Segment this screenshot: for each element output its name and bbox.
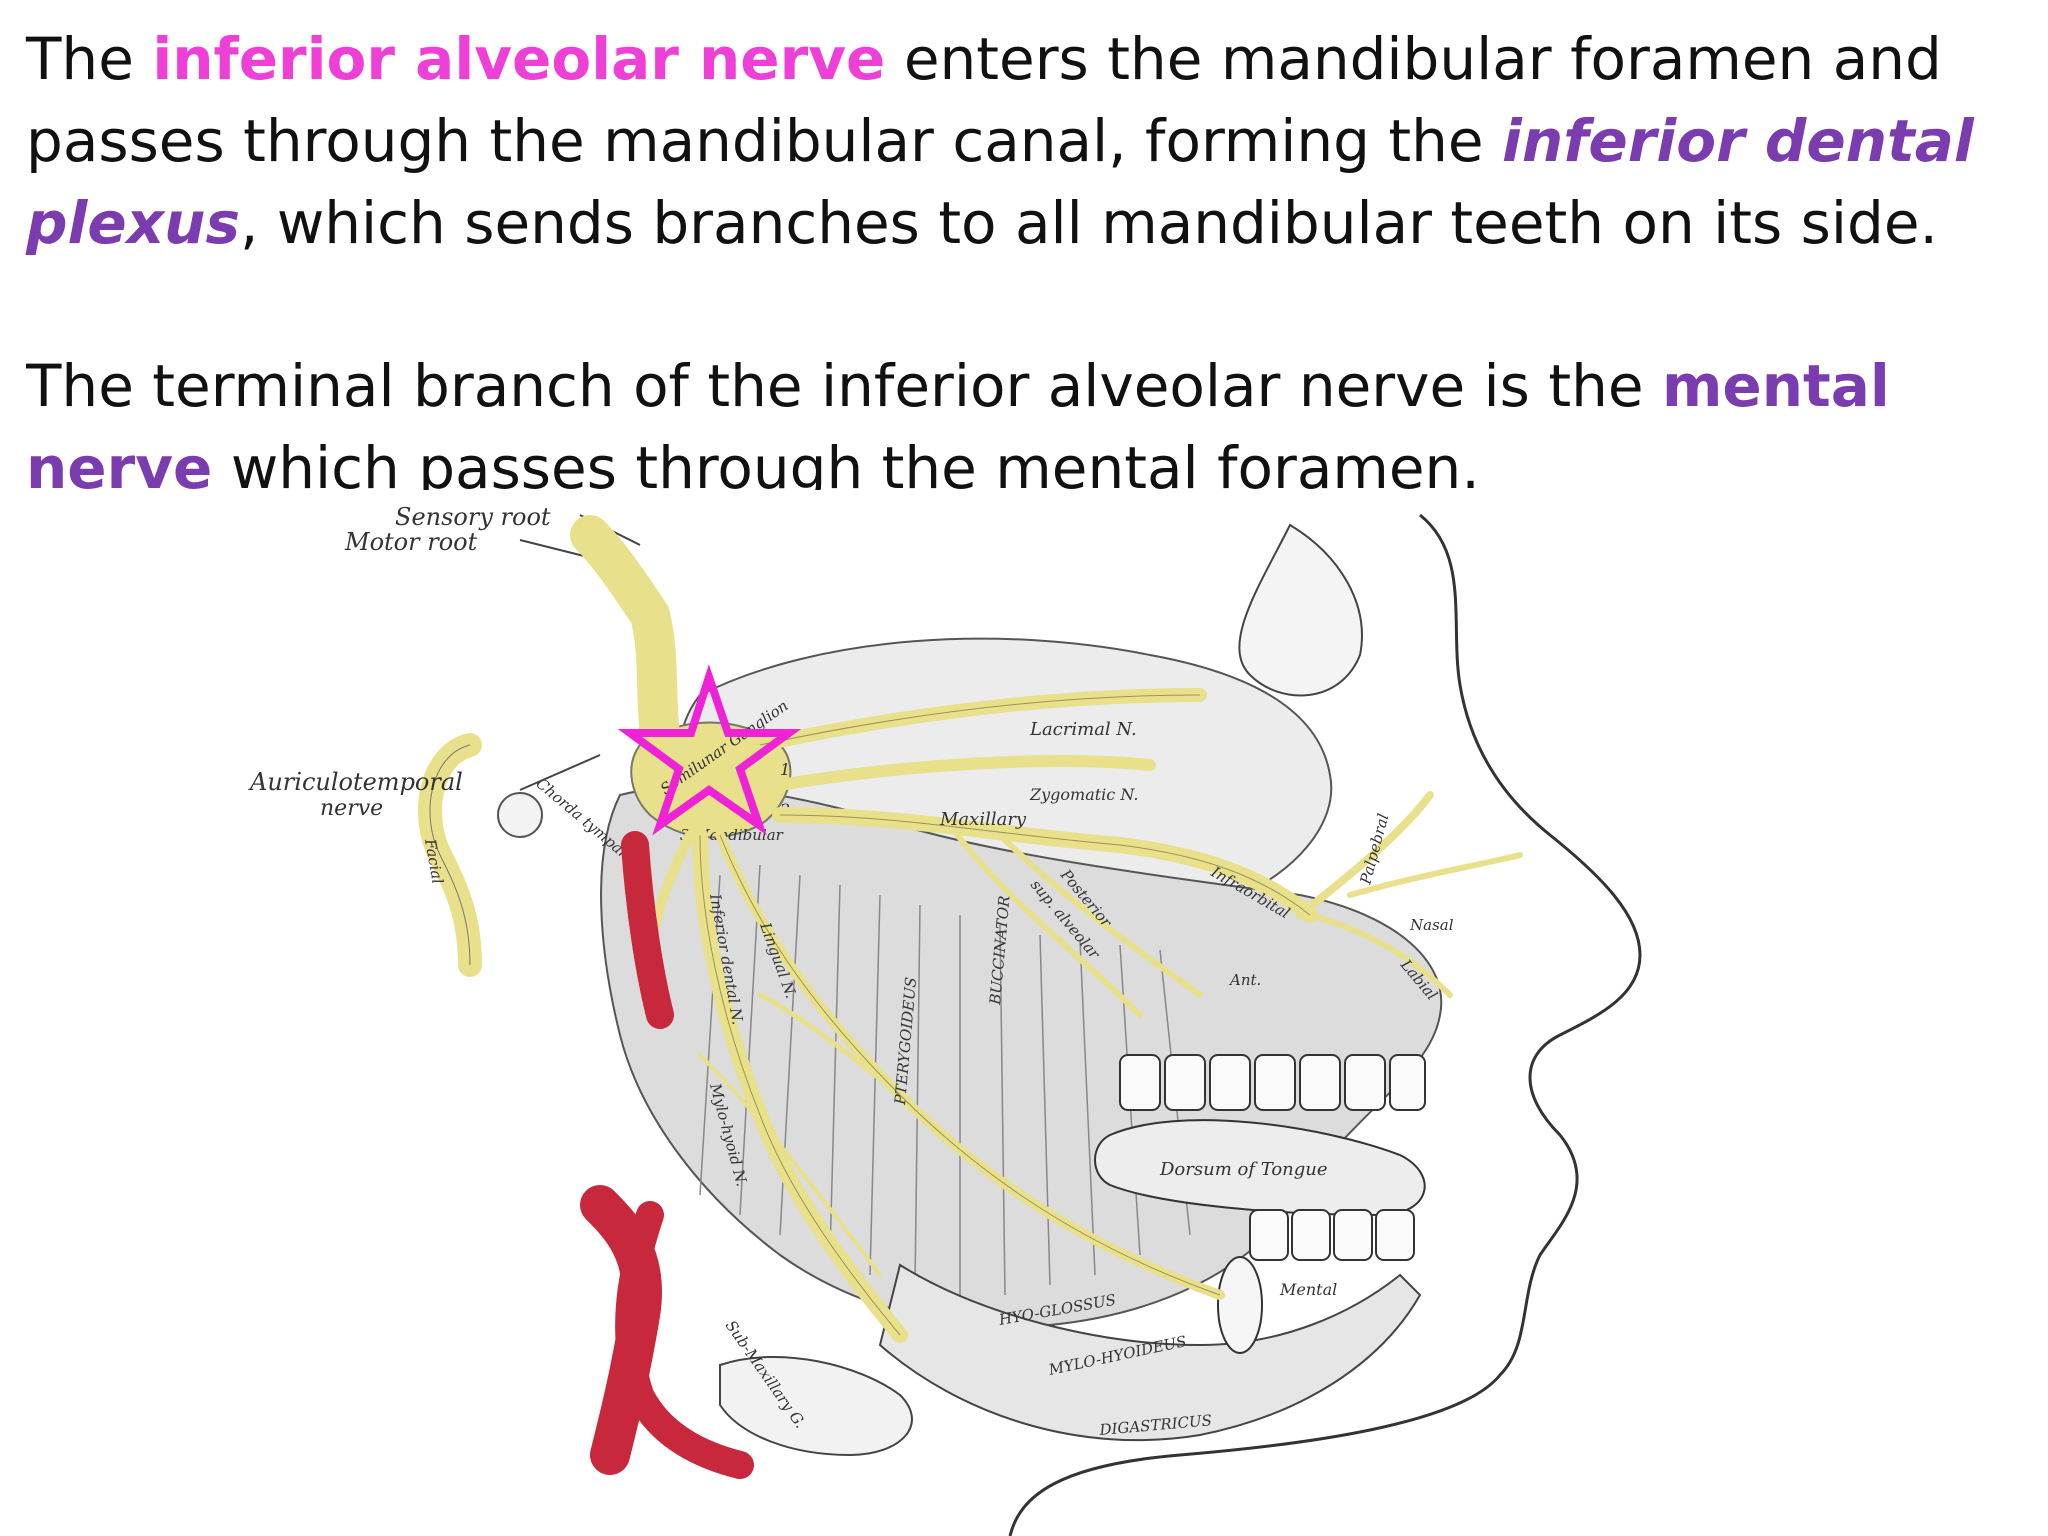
label-palpebral: Palpebral [1356,811,1392,887]
external-carotid [580,1185,662,1475]
highlight-mental-nerve: mental nerve [26,352,1890,490]
trigeminal-roots [570,515,680,755]
face-outline [1008,513,1642,1536]
text-segment: The terminal branch of the inferior alve… [26,352,1662,420]
text-segment: enters the mandibular foramen and passes… [26,25,1942,175]
label-dorsum-of-tongue: Dorsum of Tongue [1159,1159,1328,1180]
label-ant: Ant. [1228,971,1261,989]
label-lacrimal: Lacrimal N. [1029,719,1137,740]
text-segment: , which sends branches to all mandibular… [239,189,1938,257]
ear-ossicle [497,792,543,838]
label-nerve: nerve [320,796,383,821]
label-sensory-root: Sensory root [395,503,551,531]
orbit-outline [1238,523,1363,697]
lower-teeth [1249,1209,1415,1261]
submaxillary-gland [719,1355,913,1457]
label-zygomatic: Zygomatic N. [1029,785,1138,804]
nerve-outlines [699,694,1311,1336]
star-marker [617,664,802,836]
facial-nerve-outline [429,744,471,966]
mental-foramen [1217,1256,1263,1354]
text-segment: The [26,25,153,93]
label-maxillary: Maxillary [939,809,1027,830]
highlight-inferior-dental-plexus: inferior dental plexus [26,107,1974,257]
label-num-1: 1 [780,760,790,779]
label-nasal: Nasal [1409,916,1454,934]
label-mental: Mental [1279,1280,1337,1299]
label-auriculotemporal: Auriculotemporal [248,768,463,796]
paragraph-mental-nerve: The terminal branch of the inferior alve… [26,345,2036,490]
mandible [878,1263,1422,1442]
upper-teeth [1119,1054,1426,1111]
text-segment: which passes through the mental foramen. [212,434,1480,490]
trigeminal-nerve-diagram: Dorsum of Tongue Mental Facial Chorda ty… [248,503,1642,1536]
label-motor-root: Motor root [344,528,478,556]
muscle-hatching [699,864,1191,1296]
highlight-inferior-alveolar-nerve: inferior alveolar nerve [152,25,886,93]
paragraph-inferior-alveolar: The inferior alveolar nerve enters the m… [26,18,2036,264]
auriculotemporal-pointer [519,754,601,791]
